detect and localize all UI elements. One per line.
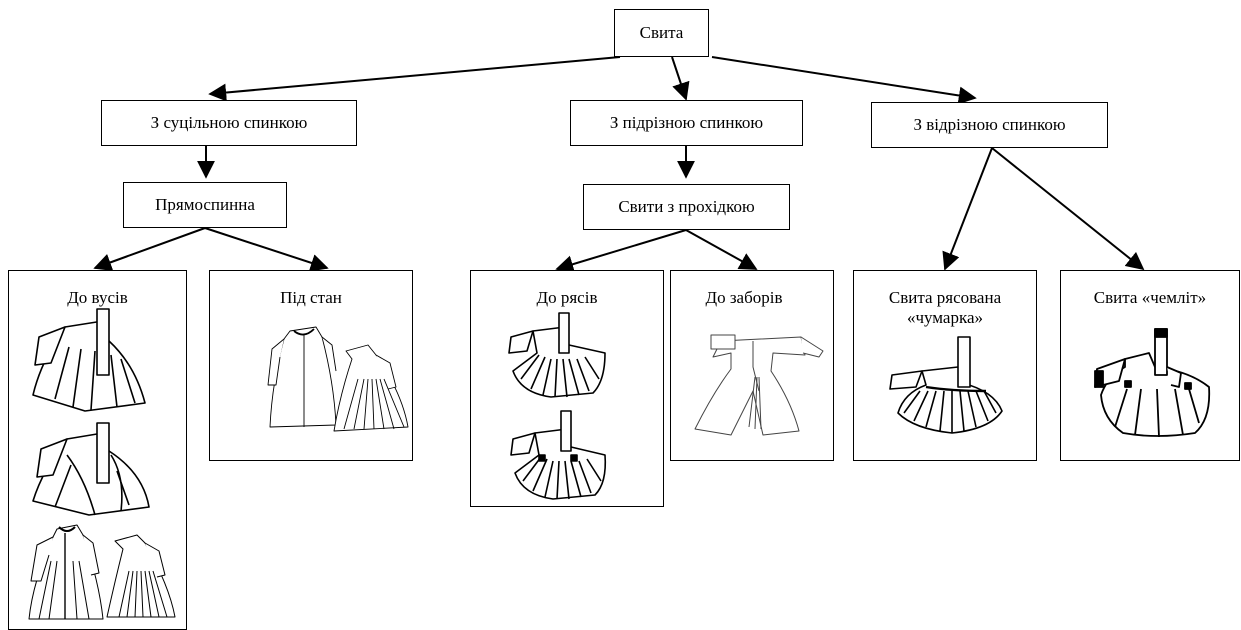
panel-do-ryasiv: До рясів	[470, 270, 664, 507]
node-with-passage: Свити з прохідкою	[583, 184, 790, 230]
panel-chumarka-title-line2: «чумарка»	[906, 308, 984, 327]
node-straight-back: Прямоспинна	[123, 182, 287, 228]
garment-do-ryasiv-1-image	[501, 309, 619, 399]
edge-passage-to-do-zaboriv	[685, 229, 758, 270]
edge-straight-to-pid-stan	[204, 227, 329, 272]
edge-detached-to-chumarka	[942, 147, 993, 271]
node-detached-back-label: З відрізною спинкою	[913, 114, 1066, 134]
garment-do-vusiv-1-image	[25, 307, 175, 417]
panel-do-zaboriv-title: До заборів	[705, 288, 783, 307]
edge-detached-to-chemlit	[991, 147, 1145, 271]
edge-straight-to-do-vusiv	[93, 227, 206, 271]
node-solid-back: З суцільною спинкою	[101, 100, 357, 146]
node-straight-back-label: Прямоспинна	[155, 194, 255, 214]
node-cut-back: З підрізною спинкою	[570, 100, 803, 146]
edge-root-to-cut-back	[671, 56, 690, 101]
garment-do-ryasiv-2-image	[505, 407, 621, 501]
garment-do-zaboriv-image	[691, 331, 827, 439]
panel-do-ryasiv-title: До рясів	[536, 288, 598, 307]
panel-do-zaboriv: До заборів	[670, 270, 834, 461]
node-solid-back-label: З суцільною спинкою	[150, 112, 308, 132]
garment-pid-stan-image	[264, 323, 412, 435]
panel-do-vusiv: До вусів	[8, 270, 187, 630]
garment-chemlit-image	[1085, 323, 1235, 439]
panel-pid-stan: Під стан	[209, 270, 413, 461]
garment-do-vusiv-2-image	[25, 421, 175, 521]
node-detached-back: З відрізною спинкою	[871, 102, 1108, 148]
node-root-label: Свита	[639, 22, 684, 42]
panel-do-vusiv-title: До вусів	[67, 288, 128, 307]
panel-chumarka: Свита рясована «чумарка»	[853, 270, 1037, 461]
edge-passage-to-do-ryasiv	[555, 229, 687, 273]
garment-chumarka-image	[886, 329, 1016, 437]
panel-chumarka-title-line1: Свита рясована	[888, 288, 1002, 307]
panel-chemlit-title: Свита «чемліт»	[1093, 288, 1207, 307]
node-root-svyta: Свита	[614, 9, 709, 57]
garment-do-vusiv-3-image	[19, 521, 181, 623]
panel-pid-stan-title: Під стан	[280, 288, 342, 307]
node-cut-back-label: З підрізною спинкою	[609, 112, 764, 132]
panel-chemlit: Свита «чемліт»	[1060, 270, 1240, 461]
edge-root-to-solid-back	[208, 56, 621, 102]
edge-root-to-detached-back	[711, 56, 977, 105]
node-with-passage-label: Свити з прохідкою	[618, 196, 755, 216]
